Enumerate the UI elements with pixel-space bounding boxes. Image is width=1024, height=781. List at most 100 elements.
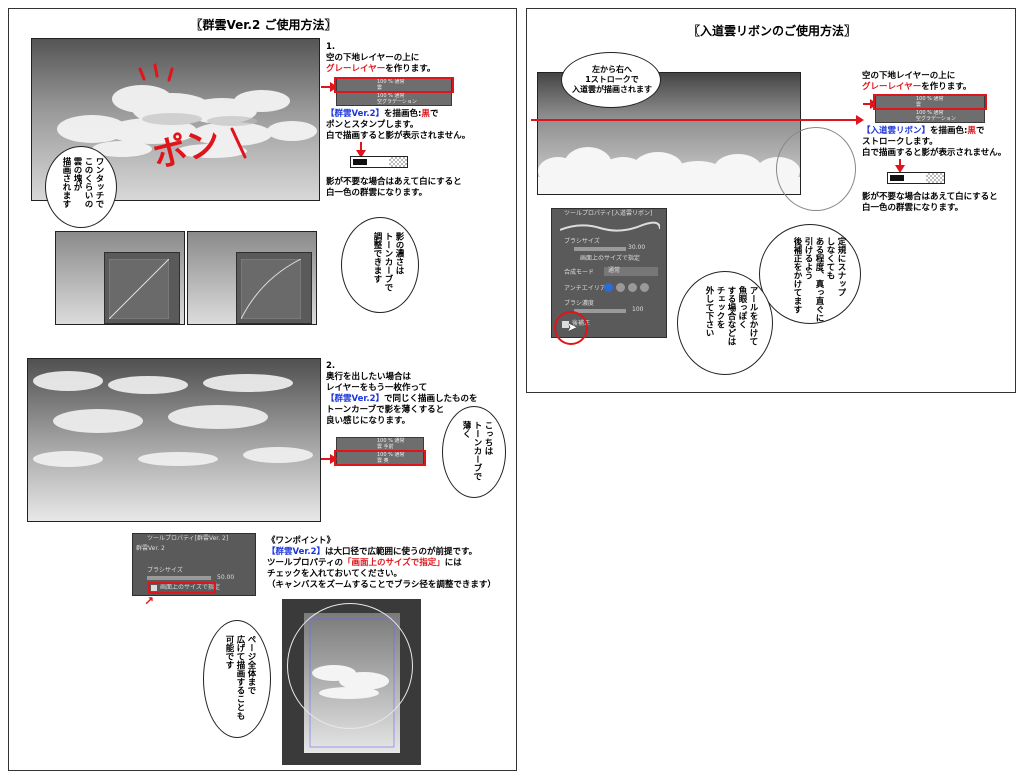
left-panel: 〖群雲Ver.2 ご使用方法〗 ポン ワンタッチで このくらいの 雲の塊が 描画… xyxy=(8,8,517,771)
tool-property-panel-left: ツールプロパティ[群雲Ver. 2] 群雲Ver. 2 ブラシサイズ 50.00… xyxy=(132,533,256,596)
step1-line6: 影が不要な場合はあえて白にすると xyxy=(326,177,462,187)
screen-size-checkbox[interactable] xyxy=(151,585,157,591)
ribbon-line1: 空の下地レイヤーの上に xyxy=(862,71,956,81)
black-swatch[interactable] xyxy=(351,157,369,167)
brush-size-label: ブラシサイズ xyxy=(147,567,183,574)
bubble-stroke-text: 左から右へ 1ストロークで 入道雲が描画されます xyxy=(572,65,652,94)
layer-name-cloud: 100 % 通常 雲 xyxy=(377,79,405,91)
layer-highlight-box xyxy=(334,77,454,93)
ribbon-density-value: 100 xyxy=(632,306,644,313)
brush-size-value: 50.00 xyxy=(217,574,235,581)
speech-bubble-one-touch: ワンタッチで このくらいの 雲の塊が 描画されます xyxy=(45,146,117,228)
clouds-illustration xyxy=(57,85,317,158)
ribbon-density-slider[interactable] xyxy=(574,309,626,313)
bubble-tonecurve-text: 影の濃さは トーンカーブで 調整できます xyxy=(372,232,404,292)
bubble-fisheye-text: アールをかけて 魚眼っぽく する場合などは チェックを 外して下さい xyxy=(704,286,758,346)
speech-bubble-tonecurve: 影の濃さは トーンカーブで 調整できます xyxy=(341,217,419,313)
step2-line1: 奥行を出したい場合は xyxy=(326,372,412,382)
bubble-snap-text: 定規にスナップ しなくても ある程度、真っ直ぐに 引けるよう 後補正をかけてます xyxy=(792,237,846,322)
ribbon-black-swatch[interactable] xyxy=(888,173,906,183)
right-panel-title: 〖入道雲リボンのご使用方法〗 xyxy=(687,24,856,38)
ribbon-line3: 【入道雲リボン】を描画色:黒で xyxy=(862,126,985,136)
step1-line2: グレーレイヤーを作ります。 xyxy=(326,64,436,74)
layer-row-sky-gradient[interactable]: 100 % 通常 空グラデーション xyxy=(336,92,452,106)
ribbon-line4: ストロークします。 xyxy=(862,137,938,147)
gray-layer-highlight: グレーレイヤー xyxy=(326,64,386,74)
red-arrow-ribbon-color xyxy=(895,159,905,173)
aa-option-weak[interactable] xyxy=(616,283,625,292)
cumulonimbus-illustration xyxy=(538,147,800,194)
step1-line3: 【群雲Ver.2】を描画色:黒で xyxy=(326,109,439,119)
ribbon-aa-label: アンチエイリアス xyxy=(564,285,612,292)
tonecurve-image-1 xyxy=(55,231,185,325)
bubble-one-touch-text: ワンタッチで このくらいの 雲の塊が 描画されます xyxy=(61,157,104,208)
ribbon-density-label: ブラシ濃度 xyxy=(564,300,594,307)
ribbon-line6: 影が不要な場合はあえて白にすると xyxy=(862,192,998,202)
red-arrow-layer2 xyxy=(321,454,338,464)
sky-image-2 xyxy=(27,358,321,522)
onepoint-line4: （キャンバスをズームすることでブラシ径を調整できます） xyxy=(267,580,496,590)
transparent-swatch[interactable] xyxy=(389,157,407,167)
ribbon-layer-highlight xyxy=(873,94,987,110)
speech-bubble-page: ページ全体まで 広げて描画することも 可能です xyxy=(203,620,271,738)
tool-panel-header: ツールプロパティ[群雲Ver. 2] xyxy=(147,535,229,542)
screen-size-label: 画面上のサイズで指定 xyxy=(160,584,220,591)
bubble-thin-text: こっちは トーンカーブで 薄く xyxy=(461,421,493,481)
speech-bubble-stroke: 左から右へ 1ストロークで 入道雲が描画されます xyxy=(561,52,661,108)
aa-option-mid[interactable] xyxy=(628,283,637,292)
ribbon-brush-preview xyxy=(560,221,660,232)
step1-line5: 白で描画すると影が表示されません。 xyxy=(326,131,471,141)
step2-line4: トーンカーブで影を薄くすると xyxy=(326,405,445,415)
ribbon-transparent-swatch[interactable] xyxy=(926,173,944,183)
step2-line2: レイヤーをもう一枚作って xyxy=(326,383,428,393)
pon-marks xyxy=(138,63,247,159)
ribbon-panel-header: ツールプロパティ[入道雲リボン] xyxy=(564,210,653,217)
canvas-preview xyxy=(282,599,421,765)
layer-row-cloud-front[interactable]: 100 % 通常 雲 手前 xyxy=(336,437,424,451)
ribbon-brush-circle xyxy=(776,127,856,211)
step1-line1: 空の下地レイヤーの上に xyxy=(326,53,420,63)
tonecurve-image-2 xyxy=(187,231,317,325)
mouse-cursor-icon: ➤ xyxy=(567,320,578,334)
red-arrow-color xyxy=(356,142,366,158)
clouds-illustration-2 xyxy=(33,371,313,467)
color-swatch-bar[interactable] xyxy=(350,156,408,168)
layer-name-sky-gradient: 100 % 通常 空グラデーション xyxy=(377,93,417,105)
checkbox-highlight-box xyxy=(148,582,216,594)
tonecurve-dialog-1[interactable] xyxy=(104,252,180,324)
red-arrow-layer1 xyxy=(321,82,338,92)
ribbon-layer-name-cloud: 100 % 通常 雲 xyxy=(916,96,944,108)
step2-line5: 良い感じになります。 xyxy=(326,416,411,426)
aa-option-none[interactable] xyxy=(604,283,613,292)
onepoint-line3: チェックを入れておいてください。 xyxy=(267,569,402,579)
ribbon-brush-size-label: ブラシサイズ xyxy=(564,238,600,245)
ribbon-layer-row-sky[interactable]: 100 % 通常 空グラデーション xyxy=(875,109,985,123)
tonecurve-graph-1[interactable] xyxy=(109,259,169,319)
tonecurve-dialog-2[interactable] xyxy=(236,252,312,324)
ribbon-line7: 白一色の群雲になります。 xyxy=(862,203,964,213)
ribbon-aa-options[interactable] xyxy=(604,283,658,292)
ribbon-brush-size-slider[interactable] xyxy=(574,247,626,251)
step1-number: 1. xyxy=(326,42,336,52)
red-check-arrow: ↗ xyxy=(144,594,155,608)
tonecurve-graph-2[interactable] xyxy=(241,259,301,319)
ribbon-screen-size-label: 画面上のサイズで指定 xyxy=(580,255,640,262)
aa-option-strong[interactable] xyxy=(640,283,649,292)
red-stroke-arrow xyxy=(531,115,864,125)
sky-image-1: ポン xyxy=(31,38,320,201)
step1-line4: ポンとスタンプします。 xyxy=(326,120,419,130)
brush-cursor-circle xyxy=(287,603,413,729)
speech-bubble-snap: 定規にスナップ しなくても ある程度、真っ直ぐに 引けるよう 後補正をかけてます xyxy=(759,224,861,324)
ribbon-blend-select[interactable]: 通常 xyxy=(604,267,658,276)
ribbon-blend-label: 合成モード xyxy=(564,269,595,276)
ribbon-line2: グレーレイヤーを作ります。 xyxy=(862,82,972,92)
speech-bubble-thin: こっちは トーンカーブで 薄く xyxy=(442,406,506,498)
brush-size-slider[interactable] xyxy=(147,576,211,580)
layer-name-cloud-back: 100 % 通常 雲 奥 xyxy=(377,452,405,464)
right-panel: 〖入道雲リボンのご使用方法〗 左から右へ 1ストロークで 入道雲が描画されます … xyxy=(526,8,1016,393)
left-panel-title: 〖群雲Ver.2 ご使用方法〗 xyxy=(190,18,337,32)
step2-number: 2. xyxy=(326,361,336,371)
ribbon-line5: 白で描画すると影が表示されません。 xyxy=(862,148,1007,158)
onepoint-heading: 《ワンポイント》 xyxy=(267,536,336,546)
ribbon-color-swatch-bar[interactable] xyxy=(887,172,945,184)
